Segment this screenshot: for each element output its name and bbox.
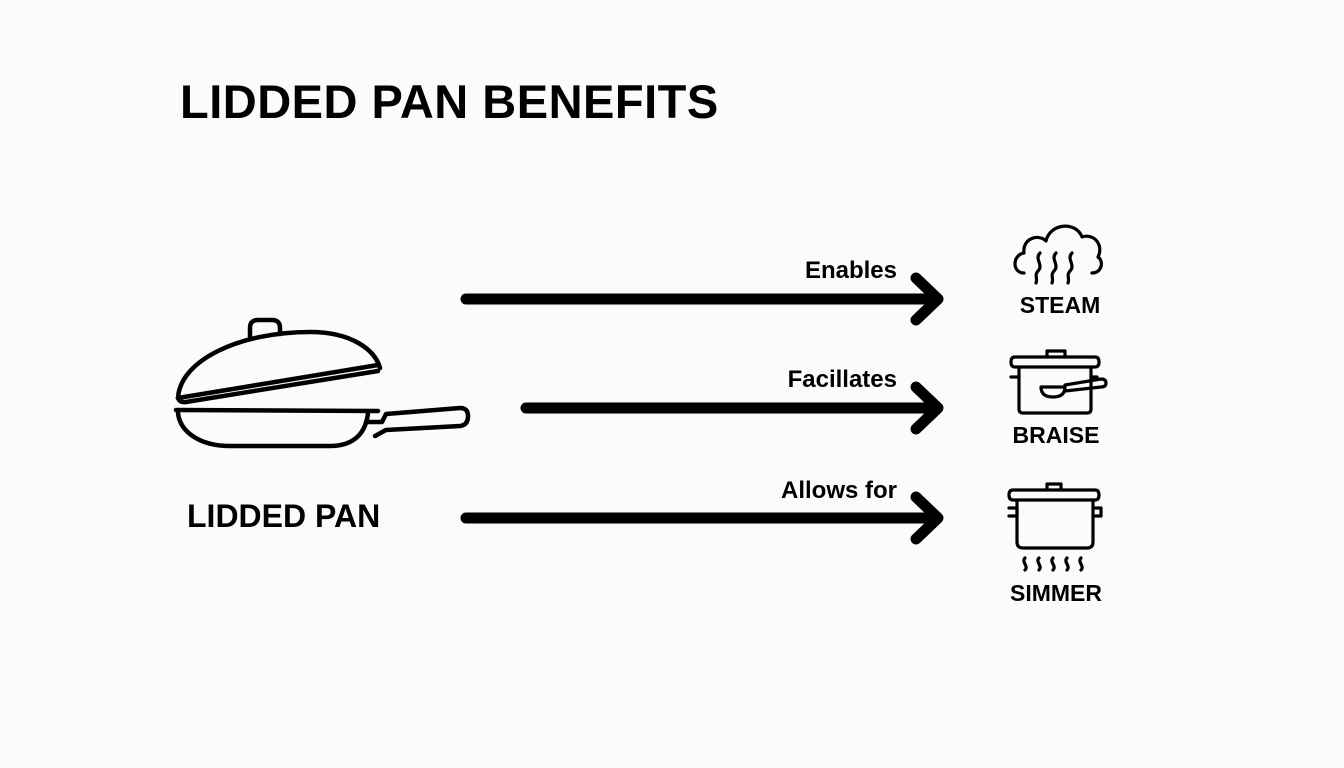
simmer-pot-icon [1007,482,1103,572]
diagram-title: LIDDED PAN BENEFITS [180,75,719,128]
arrow-label-allows-for: Allows for [780,477,897,504]
arrow-label-facilitates: Facillates [787,366,897,393]
outcome-label-braise: BRAISE [1012,422,1100,448]
arrow-enables [460,272,944,326]
outcome-label-simmer: SIMMER [1010,580,1102,606]
source-label: LIDDED PAN [187,498,381,534]
steam-cloud-icon [1013,224,1103,285]
lidded-pan-icon [173,317,471,449]
arrow-allows-for [460,491,944,545]
arrow-label-enables: Enables [804,257,897,284]
outcome-label-steam: STEAM [1019,292,1101,318]
arrow-facilitates [520,381,944,435]
braise-pot-icon [1009,349,1108,415]
